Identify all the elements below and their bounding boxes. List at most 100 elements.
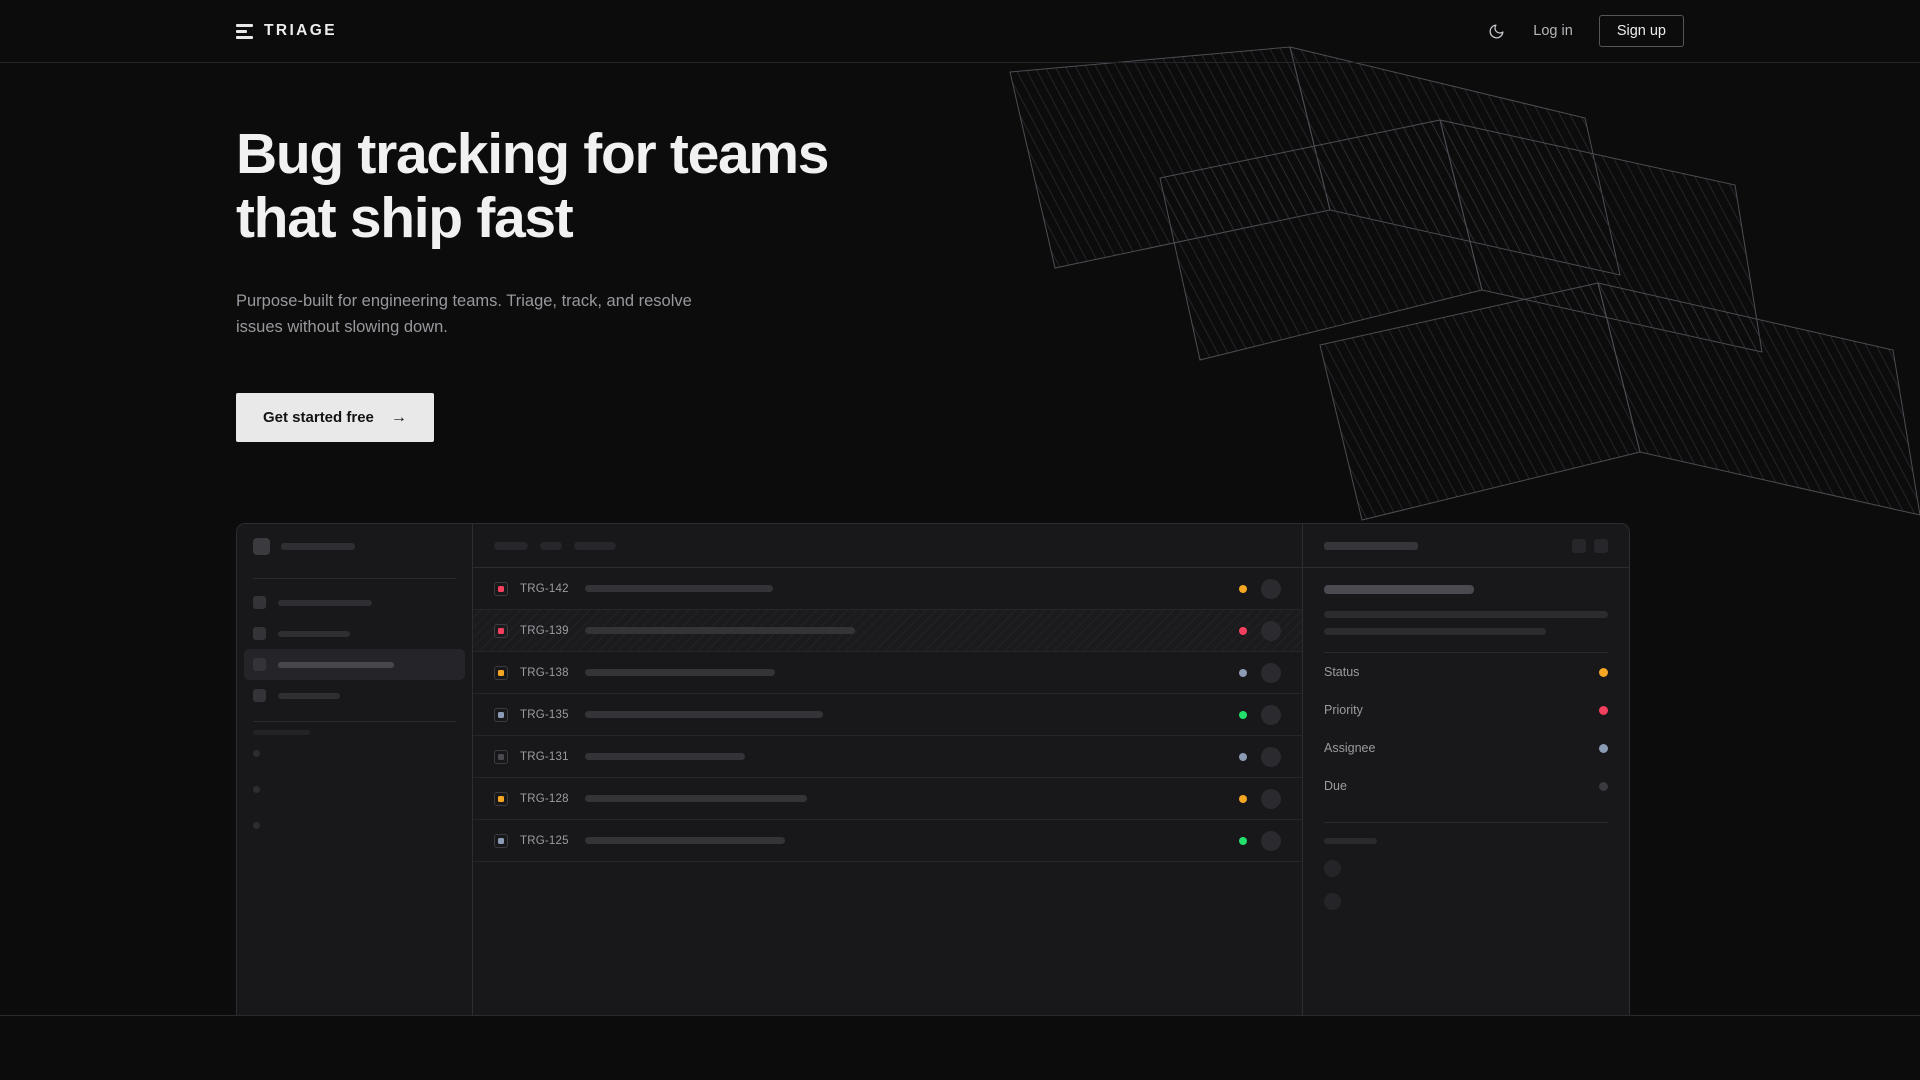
issue-status-dot xyxy=(1239,626,1247,635)
detail-breadcrumb-placeholder xyxy=(1324,541,1418,550)
moon-icon[interactable] xyxy=(1485,20,1507,42)
issue-id: TRG-139 xyxy=(520,624,569,637)
mockup-sidebar xyxy=(237,524,473,1015)
detail-field-status[interactable]: Status xyxy=(1324,653,1608,691)
sidebar-mini-dot-icon xyxy=(253,749,260,757)
hero-subheading: Purpose-built for engineering teams. Tri… xyxy=(236,291,692,337)
detail-field-assignee[interactable]: Assignee xyxy=(1324,729,1608,767)
issue-status-dot xyxy=(1239,668,1247,677)
issue-id: TRG-142 xyxy=(520,582,569,595)
hero-heading-line-2: that ship fast xyxy=(236,185,574,250)
table-row[interactable]: TRG-125 xyxy=(473,820,1302,862)
login-link[interactable]: Log in xyxy=(1533,23,1573,39)
detail-divider-top xyxy=(1324,652,1608,653)
detail-field-label: Due xyxy=(1324,779,1347,793)
sidebar-section-label-placeholder xyxy=(253,730,310,735)
issue-type-badge-icon xyxy=(494,833,508,848)
square-action-icon-1[interactable] xyxy=(1594,538,1608,553)
issue-id: TRG-131 xyxy=(520,750,569,763)
get-started-button[interactable]: Get started free → xyxy=(236,393,434,443)
sidebar-mini-item-0[interactable] xyxy=(253,735,456,771)
comment-avatar-0[interactable] xyxy=(1324,860,1341,877)
issue-type-badge-icon xyxy=(494,623,508,638)
issue-type-badge-icon xyxy=(494,791,508,806)
detail-field-label: Status xyxy=(1324,665,1360,679)
detail-field-value-dot xyxy=(1599,743,1608,753)
sidebar-item-icon xyxy=(253,689,266,702)
brand-logo[interactable]: TRIAGE xyxy=(236,22,337,40)
sidebar-item-2[interactable] xyxy=(244,649,465,680)
detail-field-value-dot xyxy=(1599,781,1608,791)
arrow-right-icon: → xyxy=(390,408,407,426)
issue-status-dot xyxy=(1239,794,1247,803)
issue-type-badge-icon xyxy=(494,581,508,596)
signup-button[interactable]: Sign up xyxy=(1598,15,1684,47)
hero-heading-line-1: Bug tracking for teams xyxy=(236,122,830,186)
issue-id: TRG-125 xyxy=(520,834,569,847)
sidebar-mini-dot-icon xyxy=(253,785,260,793)
sidebar-divider-top xyxy=(253,578,456,579)
avatar[interactable] xyxy=(1261,620,1281,641)
detail-description-line-0 xyxy=(1324,611,1608,618)
issue-id: TRG-128 xyxy=(520,792,569,805)
detail-comment-avatars xyxy=(1324,860,1608,910)
sidebar-mini-item-1[interactable] xyxy=(253,771,456,807)
square-action-icon-0[interactable] xyxy=(1572,538,1586,553)
cta-label: Get started free xyxy=(263,409,374,427)
sidebar-item-1[interactable] xyxy=(244,618,465,649)
detail-field-value-dot xyxy=(1599,667,1608,677)
avatar[interactable] xyxy=(1261,746,1281,767)
workspace-avatar-placeholder xyxy=(253,537,270,555)
sidebar-mini-item-2[interactable] xyxy=(253,807,456,843)
issue-title-placeholder xyxy=(585,795,807,802)
issue-status-dot xyxy=(1239,836,1247,845)
issue-id: TRG-135 xyxy=(520,708,569,721)
sidebar-item-label-placeholder xyxy=(278,630,350,637)
list-filter-pill-0[interactable] xyxy=(494,541,528,550)
avatar[interactable] xyxy=(1261,830,1281,851)
detail-field-priority[interactable]: Priority xyxy=(1324,691,1608,729)
page-bottom-divider xyxy=(0,1015,1920,1016)
table-row[interactable]: TRG-135 xyxy=(473,694,1302,736)
table-row[interactable]: TRG-138 xyxy=(473,652,1302,694)
sidebar-item-label-placeholder xyxy=(278,599,372,606)
issue-type-badge-icon xyxy=(494,665,508,680)
issue-title-placeholder xyxy=(585,837,785,844)
avatar[interactable] xyxy=(1261,578,1281,599)
issue-title-placeholder xyxy=(585,585,773,592)
issue-title-placeholder xyxy=(585,669,775,676)
issue-status-dot xyxy=(1239,710,1247,719)
avatar[interactable] xyxy=(1261,704,1281,725)
detail-field-value-dot xyxy=(1599,705,1608,715)
sidebar-item-3[interactable] xyxy=(244,680,465,711)
detail-field-due[interactable]: Due xyxy=(1324,767,1608,805)
issue-status-dot xyxy=(1239,584,1247,593)
comment-avatar-1[interactable] xyxy=(1324,893,1341,910)
issue-type-badge-icon xyxy=(494,707,508,722)
sidebar-item-0[interactable] xyxy=(244,587,465,618)
issue-type-badge-icon xyxy=(494,749,508,764)
list-filter-pill-1[interactable] xyxy=(540,541,562,550)
table-row[interactable]: TRG-128 xyxy=(473,778,1302,820)
avatar[interactable] xyxy=(1261,662,1281,683)
detail-action-buttons[interactable] xyxy=(1572,538,1608,553)
sidebar-workspace-header[interactable] xyxy=(253,524,456,568)
avatar[interactable] xyxy=(1261,788,1281,809)
detail-description-line-1 xyxy=(1324,628,1546,635)
issue-title-placeholder xyxy=(585,627,855,634)
page-title: Bug tracking for teams that ship fast xyxy=(236,122,956,251)
table-row[interactable]: TRG-142 xyxy=(473,568,1302,610)
list-filter-pill-2[interactable] xyxy=(574,541,616,550)
table-row[interactable]: TRG-139 xyxy=(473,610,1302,652)
detail-field-label: Priority xyxy=(1324,703,1363,717)
workspace-name-placeholder xyxy=(281,542,355,550)
detail-divider-bottom xyxy=(1324,822,1608,823)
table-row[interactable]: TRG-131 xyxy=(473,736,1302,778)
issue-title-placeholder xyxy=(585,711,823,718)
